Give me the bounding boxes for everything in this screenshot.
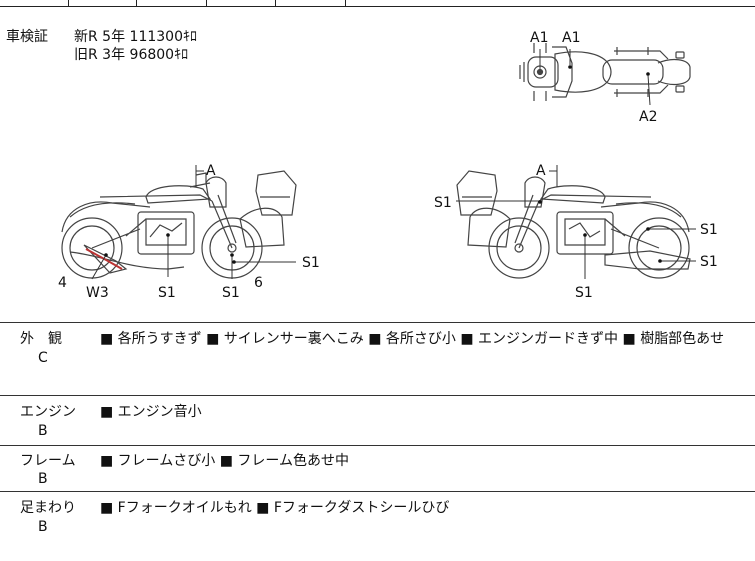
registration-label: 車検証	[6, 29, 48, 45]
section-divider	[0, 491, 755, 492]
label-a2: A2	[639, 109, 657, 125]
section-notes: ■ フレームさび小 ■ フレーム色あせ中	[100, 453, 349, 469]
top-table-edge	[0, 0, 755, 7]
section-divider	[0, 395, 755, 396]
section-grade: C	[38, 350, 48, 366]
section-divider	[0, 322, 755, 323]
section-grade: B	[38, 471, 48, 487]
section-grade: B	[38, 423, 48, 439]
section-divider	[0, 445, 755, 446]
label-s1-engine-right: S1	[575, 285, 593, 301]
section-engine: エンジン B ■ エンジン音小	[0, 395, 755, 445]
label-s1-wheel-left: S1	[222, 285, 240, 301]
label-4: 4	[58, 275, 67, 291]
section-suspension: 足まわり B ■ Fフォークオイルもれ ■ Fフォークダストシールひび	[0, 491, 755, 561]
label-s1-rear-left: S1	[302, 255, 320, 271]
label-w3: W3	[86, 285, 109, 301]
table-divider	[206, 0, 207, 6]
label-s1-engine-left: S1	[158, 285, 176, 301]
section-notes: ■ Fフォークオイルもれ ■ Fフォークダストシールひび	[100, 500, 450, 516]
registration-new: 新R 5年 111300ｷﾛ	[74, 29, 197, 45]
section-grade: B	[38, 519, 48, 535]
label-s1-front-right: S1	[700, 222, 718, 238]
section-frame: フレーム B ■ フレームさび小 ■ フレーム色あせ中	[0, 445, 755, 491]
table-divider	[136, 0, 137, 6]
section-notes: ■ 各所うすきず ■ サイレンサー裏へこみ ■ 各所さび小 ■ エンジンガードき…	[100, 331, 725, 347]
label-a1-left: A1	[530, 30, 548, 46]
top-view-motorcycle	[519, 43, 691, 101]
section-notes: ■ エンジン音小	[100, 404, 202, 420]
table-divider	[275, 0, 276, 6]
section-category: フレーム	[20, 453, 76, 469]
table-divider	[345, 0, 346, 6]
label-a-left: A	[206, 163, 216, 179]
label-s1-case-right: S1	[434, 195, 452, 211]
section-category: 足まわり	[20, 500, 76, 516]
motorcycle-damage-diagram: A1 A1 A2 A 4 W3 S1 S1 6 S1 A S1 S1 S1 S1	[58, 30, 718, 301]
registration-old: 旧R 3年 96800ｷﾛ	[74, 47, 189, 63]
label-6: 6	[254, 275, 263, 291]
section-category: 外 観	[20, 331, 62, 347]
label-s1-wheel-right: S1	[700, 254, 718, 270]
right-side-motorcycle	[456, 170, 691, 279]
left-side-motorcycle	[61, 170, 297, 279]
label-a1-right: A1	[562, 30, 580, 46]
section-category: エンジン	[20, 404, 76, 420]
label-a-right: A	[536, 163, 546, 179]
table-divider	[68, 0, 69, 6]
section-exterior: 外 観 C ■ 各所うすきず ■ サイレンサー裏へこみ ■ 各所さび小 ■ エン…	[0, 322, 755, 395]
